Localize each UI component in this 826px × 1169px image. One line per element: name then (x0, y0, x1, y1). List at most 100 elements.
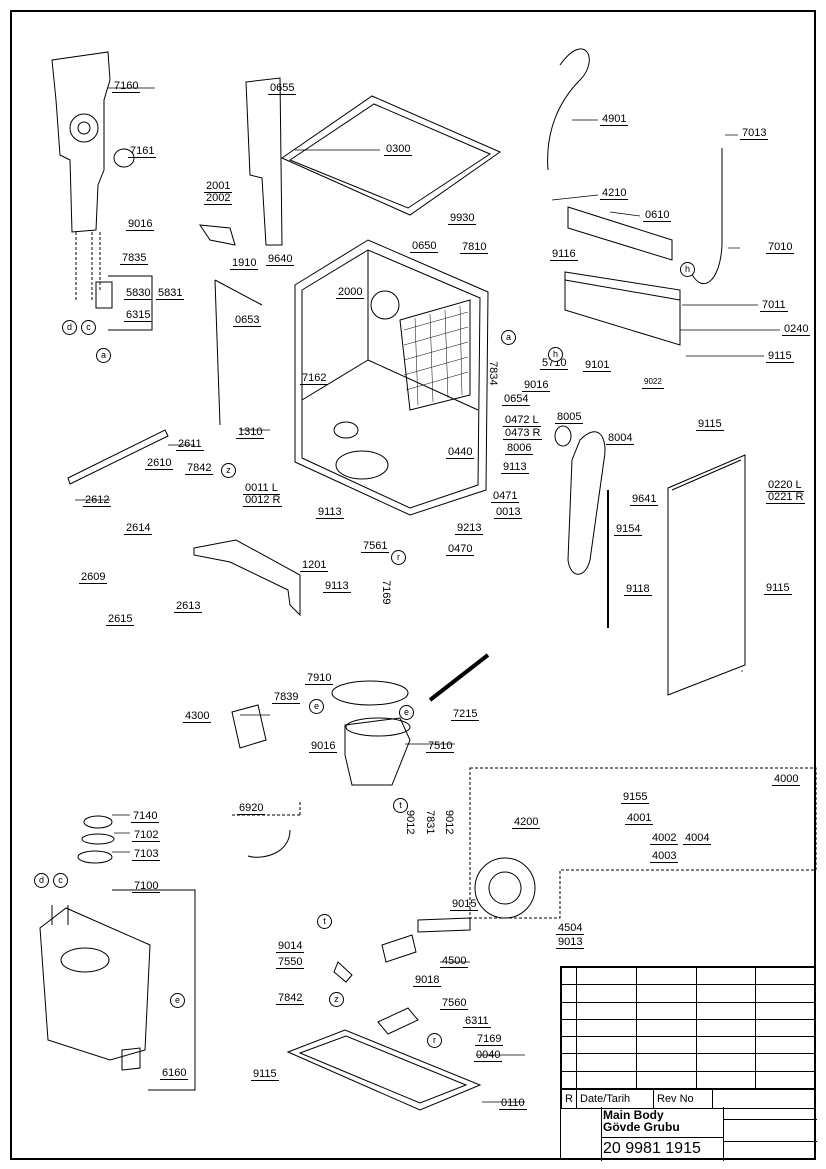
part-label-0655: 0655 (268, 82, 297, 95)
part-label-6160: 6160 (160, 1067, 189, 1080)
part-label-7010: 7010 (766, 241, 795, 254)
part-label-6311: 6311 (463, 1015, 491, 1028)
leader-lines (75, 87, 780, 1103)
part-sump (344, 717, 411, 786)
part-vent-fan (69, 113, 99, 143)
part-label-0220-l: 0220 L (766, 479, 804, 492)
callout-h: h (548, 347, 563, 362)
part-label-2610: 2610 (145, 457, 174, 470)
part-label-0650: 0650 (410, 240, 439, 253)
part-label-4200: 4200 (512, 816, 541, 829)
part-label-8006: 8006 (505, 442, 534, 455)
part-label-7834: 7834 (487, 361, 499, 386)
part-label-7550: 7550 (276, 956, 305, 969)
part-label-9116: 9116 (550, 248, 578, 261)
part-label-7560: 7560 (440, 997, 469, 1010)
part-vent-module (51, 51, 111, 233)
drawing-frame (10, 10, 816, 1160)
part-label-4901: 4901 (600, 113, 629, 126)
callout-t: t (317, 914, 332, 929)
part-label-6315: 6315 (124, 309, 153, 322)
part-label-7842: 7842 (276, 992, 305, 1005)
part-label-1910: 1910 (230, 257, 259, 270)
part-label-1310: 1310 (236, 426, 265, 439)
part-label-7839: 7839 (272, 691, 301, 704)
part-label-2614: 2614 (124, 522, 153, 535)
part-label-9016: 9016 (309, 740, 338, 753)
part-hose-4901 (547, 48, 590, 171)
part-label-7842: 7842 (185, 462, 214, 475)
part-seal-7102 (81, 833, 115, 845)
callout-d: d (62, 320, 77, 335)
part-label-9113: 9113 (323, 580, 351, 593)
part-label-7162: 7162 (300, 372, 329, 385)
part-label-2611: 2611 (176, 438, 204, 451)
callout-e: e (309, 699, 324, 714)
part-label-2615: 2615 (106, 613, 135, 626)
callout-a: a (96, 348, 111, 363)
part-label-4001: 4001 (625, 812, 654, 825)
part-label-7169: 7169 (475, 1033, 504, 1046)
part-label-0610: 0610 (643, 209, 672, 222)
part-softener (39, 907, 151, 1061)
part-label-9018: 9018 (413, 974, 442, 987)
part-label-7100: 7100 (132, 880, 161, 893)
part-label-4004: 4004 (683, 832, 712, 845)
part-label-4504: 4504 (556, 922, 585, 935)
part-pump-4504 (474, 857, 536, 919)
part-pipe-7215 (428, 653, 490, 702)
part-label-7910: 7910 (305, 672, 334, 685)
part-label-9016: 9016 (126, 218, 155, 231)
part-label-9640: 9640 (266, 253, 295, 266)
callout-r: r (427, 1033, 442, 1048)
part-seal-7140 (83, 815, 113, 829)
part-label-0040: 0040 (474, 1049, 503, 1062)
part-label-1201: 1201 (300, 559, 329, 572)
mesh-hatch (403, 305, 469, 406)
part-door-seal (214, 279, 221, 426)
part-label-0013: 0013 (494, 506, 523, 519)
callout-t: t (393, 798, 408, 813)
part-label-0221-r: 0221 R (766, 491, 806, 504)
part-label-9641: 9641 (630, 493, 659, 506)
part-label-0012-r: 0012 R (243, 494, 283, 507)
part-bar-2610 (67, 429, 169, 485)
part-rail-1201 (193, 539, 301, 617)
part-label-9012: 9012 (443, 810, 455, 835)
part-top-cover (280, 95, 502, 216)
callout-z: z (221, 463, 236, 478)
part-hose-4500 (417, 917, 471, 933)
part-label-7169: 7169 (380, 580, 392, 605)
part-label-7510: 7510 (426, 740, 455, 753)
part-label-7161: 7161 (128, 145, 157, 158)
part-label-4003: 4003 (650, 850, 679, 863)
part-label-7011: 7011 (760, 299, 788, 312)
part-label-0470: 0470 (446, 543, 475, 556)
part-label-4000: 4000 (772, 773, 801, 786)
part-label-9118: 9118 (624, 583, 652, 596)
part-label-9101: 9101 (583, 359, 612, 372)
part-label-0471: 0471 (491, 490, 520, 503)
part-bracket-2001 (198, 224, 236, 246)
callout-e: e (399, 705, 414, 720)
part-seal-7161 (113, 148, 135, 168)
drawing-name-en: Main Body (603, 1108, 664, 1122)
part-base-0040 (286, 1029, 482, 1111)
callout-a: a (501, 330, 516, 345)
part-label-9115: 9115 (696, 418, 724, 431)
drawing-number: 20 9981 1915 (603, 1140, 701, 1157)
part-hose-7010 (689, 148, 723, 285)
part-label-9115: 9115 (764, 582, 792, 595)
part-tub-frame (294, 239, 489, 516)
part-label-9113: 9113 (316, 506, 344, 519)
part-label-4300: 4300 (183, 710, 212, 723)
part-label-9115: 9115 (251, 1068, 279, 1081)
rev-date: Date/Tarih (576, 1089, 654, 1109)
part-label-7561: 7561 (361, 540, 390, 553)
part-label-9930: 9930 (448, 212, 477, 225)
part-label-2001: 2001 (204, 180, 233, 193)
part-label-4210: 4210 (600, 187, 629, 200)
part-label-8005: 8005 (555, 411, 584, 424)
part-label-9016: 9016 (522, 379, 551, 392)
part-rail-0610 (567, 206, 673, 261)
